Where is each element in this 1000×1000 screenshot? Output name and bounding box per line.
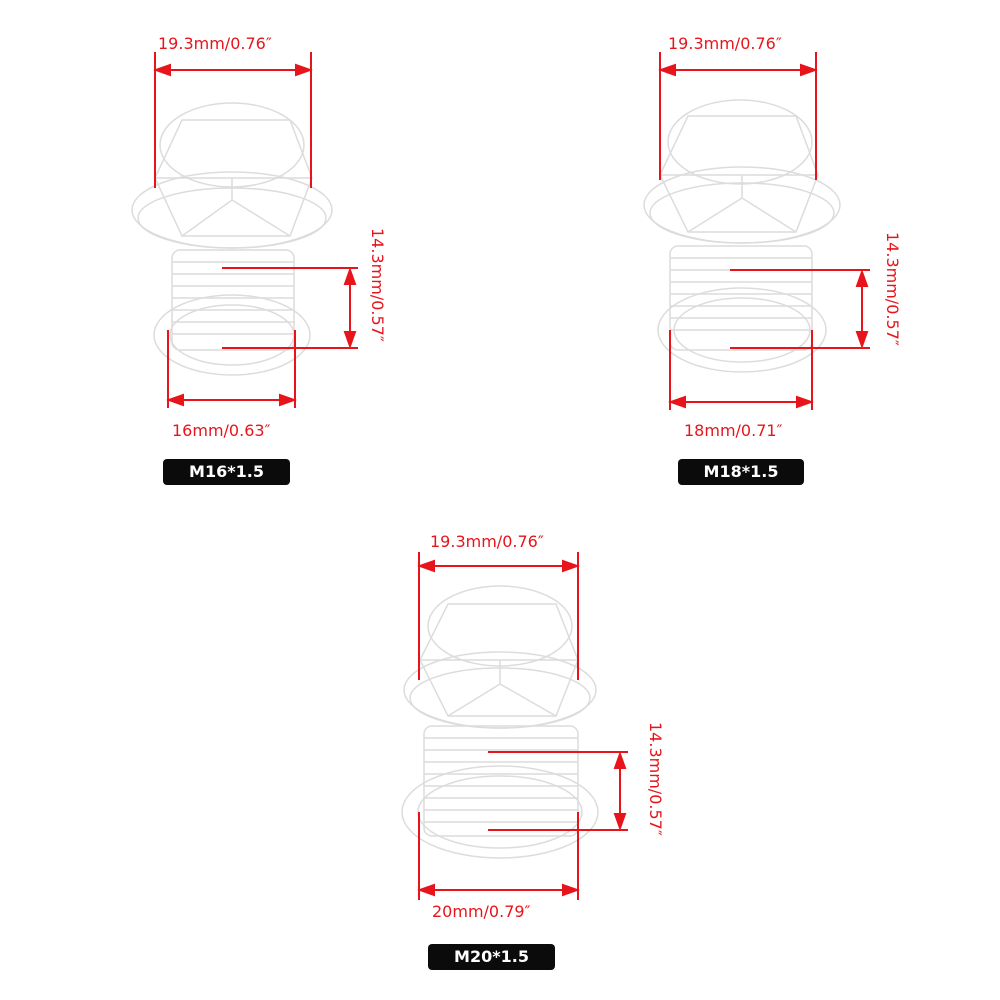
size-badge: M18*1.5 [678, 459, 804, 485]
size-badge: M16*1.5 [163, 459, 290, 485]
thread-diameter-label: 18mm/0.71″ [684, 421, 783, 440]
thread-length-label: 14.3mm/0.57″ [646, 722, 665, 836]
top-width-label: 19.3mm/0.76″ [158, 34, 272, 53]
size-badge: M20*1.5 [428, 944, 555, 970]
top-width-label: 19.3mm/0.76″ [668, 34, 782, 53]
thread-length-label: 14.3mm/0.57″ [883, 232, 902, 346]
thread-diameter-label: 20mm/0.79″ [432, 902, 531, 921]
thread-diameter-label: 16mm/0.63″ [172, 421, 271, 440]
thread-length-label: 14.3mm/0.57″ [368, 228, 387, 342]
top-width-label: 19.3mm/0.76″ [430, 532, 544, 551]
